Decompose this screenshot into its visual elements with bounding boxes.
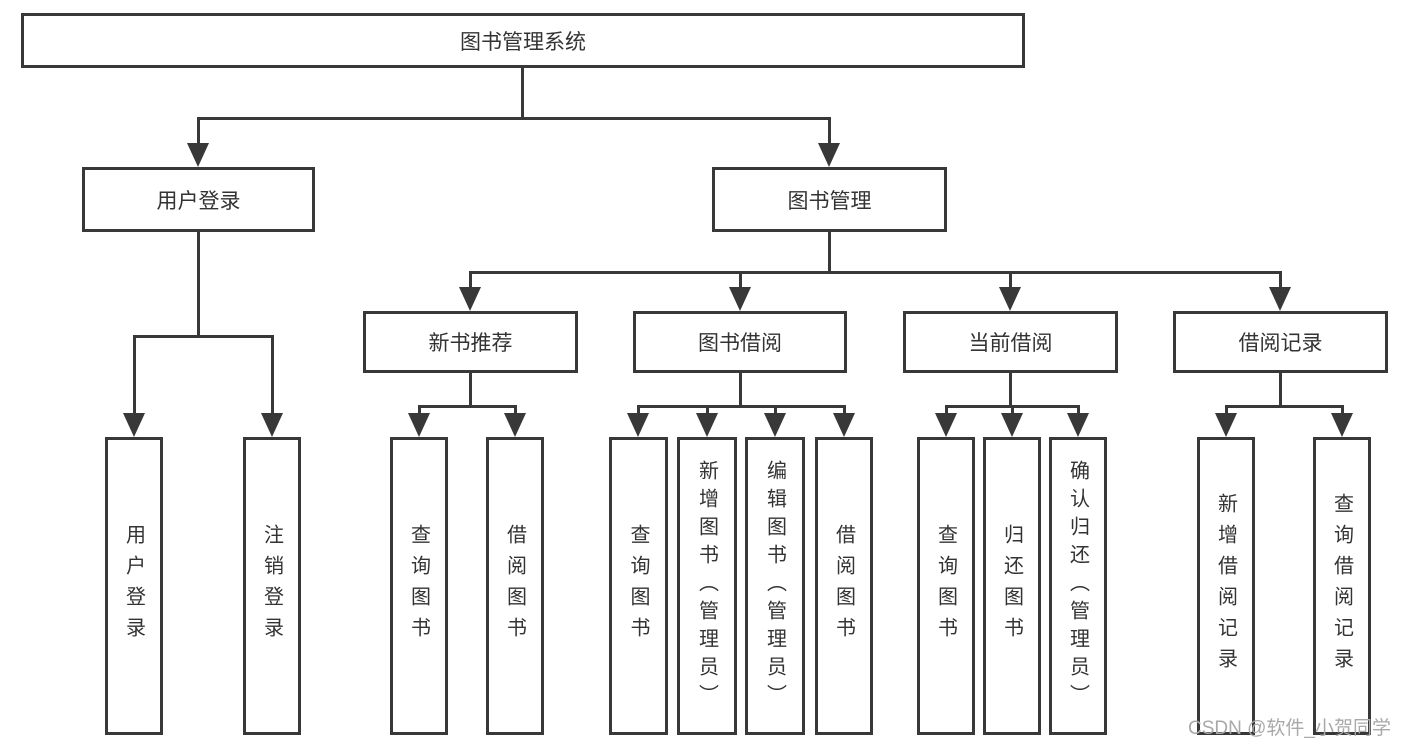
connector-arrow-stem — [1225, 405, 1228, 417]
arrow-down-icon — [504, 413, 526, 437]
arrow-down-icon — [123, 413, 145, 437]
connector-borrow-records-split — [1225, 405, 1344, 408]
connector-arrow-stem — [828, 117, 831, 145]
node-label: 用户登录 — [122, 524, 145, 648]
node-label: 查询图书 — [627, 524, 649, 648]
node-label: 查询图书 — [407, 524, 430, 648]
watermark: CSDN @软件_小贺同学 — [1188, 718, 1391, 739]
node-label: 借阅图书 — [503, 524, 526, 648]
leaf-bb-add-books-admin: 新增图书（管理员） — [677, 437, 737, 735]
connector-arrow-stem — [418, 405, 421, 417]
arrow-down-icon — [408, 413, 430, 437]
leaf-cb-confirm-return-admin: 确认归还（管理员） — [1049, 437, 1107, 735]
arrow-down-icon — [696, 413, 718, 437]
connector-arrow-stem — [1341, 405, 1344, 417]
leaf-br-add-record: 新增借阅记录 — [1197, 437, 1255, 735]
connector-book-borrow-split — [637, 405, 846, 408]
connector-arrow-stem — [706, 405, 709, 417]
arrow-down-icon — [261, 413, 283, 437]
connector-arrow-stem — [1077, 405, 1080, 417]
node-label: 图书管理系统 — [460, 30, 586, 54]
node-label: 归还图书 — [1000, 524, 1023, 648]
node-user-login: 用户登录 — [82, 167, 315, 232]
connector-current-borrow-stem — [1009, 373, 1012, 407]
connector-arrow-stem — [739, 271, 742, 289]
connector-new-book-split — [418, 405, 517, 408]
connector-level3-split — [469, 271, 1282, 274]
node-label: 新书推荐 — [428, 332, 513, 355]
node-label: 查询图书 — [934, 524, 957, 648]
arrow-down-icon — [1215, 413, 1237, 437]
connector-arrow-stem — [945, 405, 948, 417]
connector-arrow-stem — [1009, 271, 1012, 289]
node-book-management: 图书管理 — [712, 167, 947, 232]
leaf-nb-borrow-books: 借阅图书 — [486, 437, 544, 735]
leaf-cb-query-books: 查询图书 — [917, 437, 975, 735]
connector-book-management-stem — [828, 232, 831, 271]
arrow-down-icon — [1269, 287, 1291, 311]
connector-arrow-stem — [197, 117, 200, 145]
connector-arrow-stem — [469, 271, 472, 289]
node-label: 借阅记录 — [1238, 332, 1323, 355]
node-label: 新增借阅记录 — [1214, 493, 1237, 679]
arrow-down-icon — [1001, 413, 1023, 437]
connector-borrow-records-stem — [1279, 373, 1282, 407]
leaf-logout: 注销登录 — [243, 437, 301, 735]
node-label: 查询借阅记录 — [1330, 493, 1353, 679]
connector-user-login-split — [133, 335, 274, 338]
node-label: 借阅图书 — [832, 524, 855, 648]
leaf-user-login: 用户登录 — [105, 437, 163, 735]
connector-level2-split — [197, 117, 830, 120]
leaf-bb-edit-books-admin: 编辑图书（管理员） — [745, 437, 805, 735]
connector-root-stem — [521, 68, 524, 117]
leaf-cb-return-books: 归还图书 — [983, 437, 1041, 735]
node-label: 图书借阅 — [698, 332, 782, 355]
arrow-down-icon — [935, 413, 957, 437]
connector-arrow-stem — [271, 335, 274, 415]
connector-arrow-stem — [133, 335, 136, 415]
arrow-down-icon — [729, 287, 751, 311]
connector-user-login-stem — [197, 232, 200, 335]
node-label: 用户登录 — [156, 189, 241, 213]
connector-arrow-stem — [514, 405, 517, 417]
connector-book-borrow-stem — [739, 373, 742, 407]
node-book-borrow: 图书借阅 — [633, 311, 847, 373]
leaf-bb-borrow-books: 借阅图书 — [815, 437, 873, 735]
leaf-nb-query-books: 查询图书 — [390, 437, 448, 735]
arrow-down-icon — [999, 287, 1021, 311]
connector-arrow-stem — [637, 405, 640, 417]
arrow-down-icon — [459, 287, 481, 311]
leaf-br-query-record: 查询借阅记录 — [1313, 437, 1371, 735]
node-label: 当前借阅 — [968, 332, 1053, 355]
connector-arrow-stem — [774, 405, 777, 417]
node-label: 注销登录 — [260, 524, 283, 648]
node-label: 图书管理 — [787, 189, 872, 213]
node-label: 确认归还（管理员） — [1066, 460, 1089, 712]
node-label: 编辑图书（管理员） — [763, 460, 786, 712]
arrow-down-icon — [1331, 413, 1353, 437]
connector-arrow-stem — [1011, 405, 1014, 417]
arrow-down-icon — [187, 143, 209, 167]
arrow-down-icon — [1067, 413, 1089, 437]
node-current-borrow: 当前借阅 — [903, 311, 1118, 373]
arrow-down-icon — [833, 413, 855, 437]
arrow-down-icon — [627, 413, 649, 437]
leaf-bb-query-books: 查询图书 — [609, 437, 668, 735]
node-borrow-records: 借阅记录 — [1173, 311, 1388, 373]
node-new-book-recommend: 新书推荐 — [363, 311, 578, 373]
connector-arrow-stem — [1279, 271, 1282, 289]
node-label: 新增图书（管理员） — [695, 460, 718, 712]
connector-arrow-stem — [843, 405, 846, 417]
arrow-down-icon — [764, 413, 786, 437]
connector-new-book-stem — [469, 373, 472, 407]
node-library-management-system: 图书管理系统 — [21, 13, 1025, 68]
arrow-down-icon — [818, 143, 840, 167]
